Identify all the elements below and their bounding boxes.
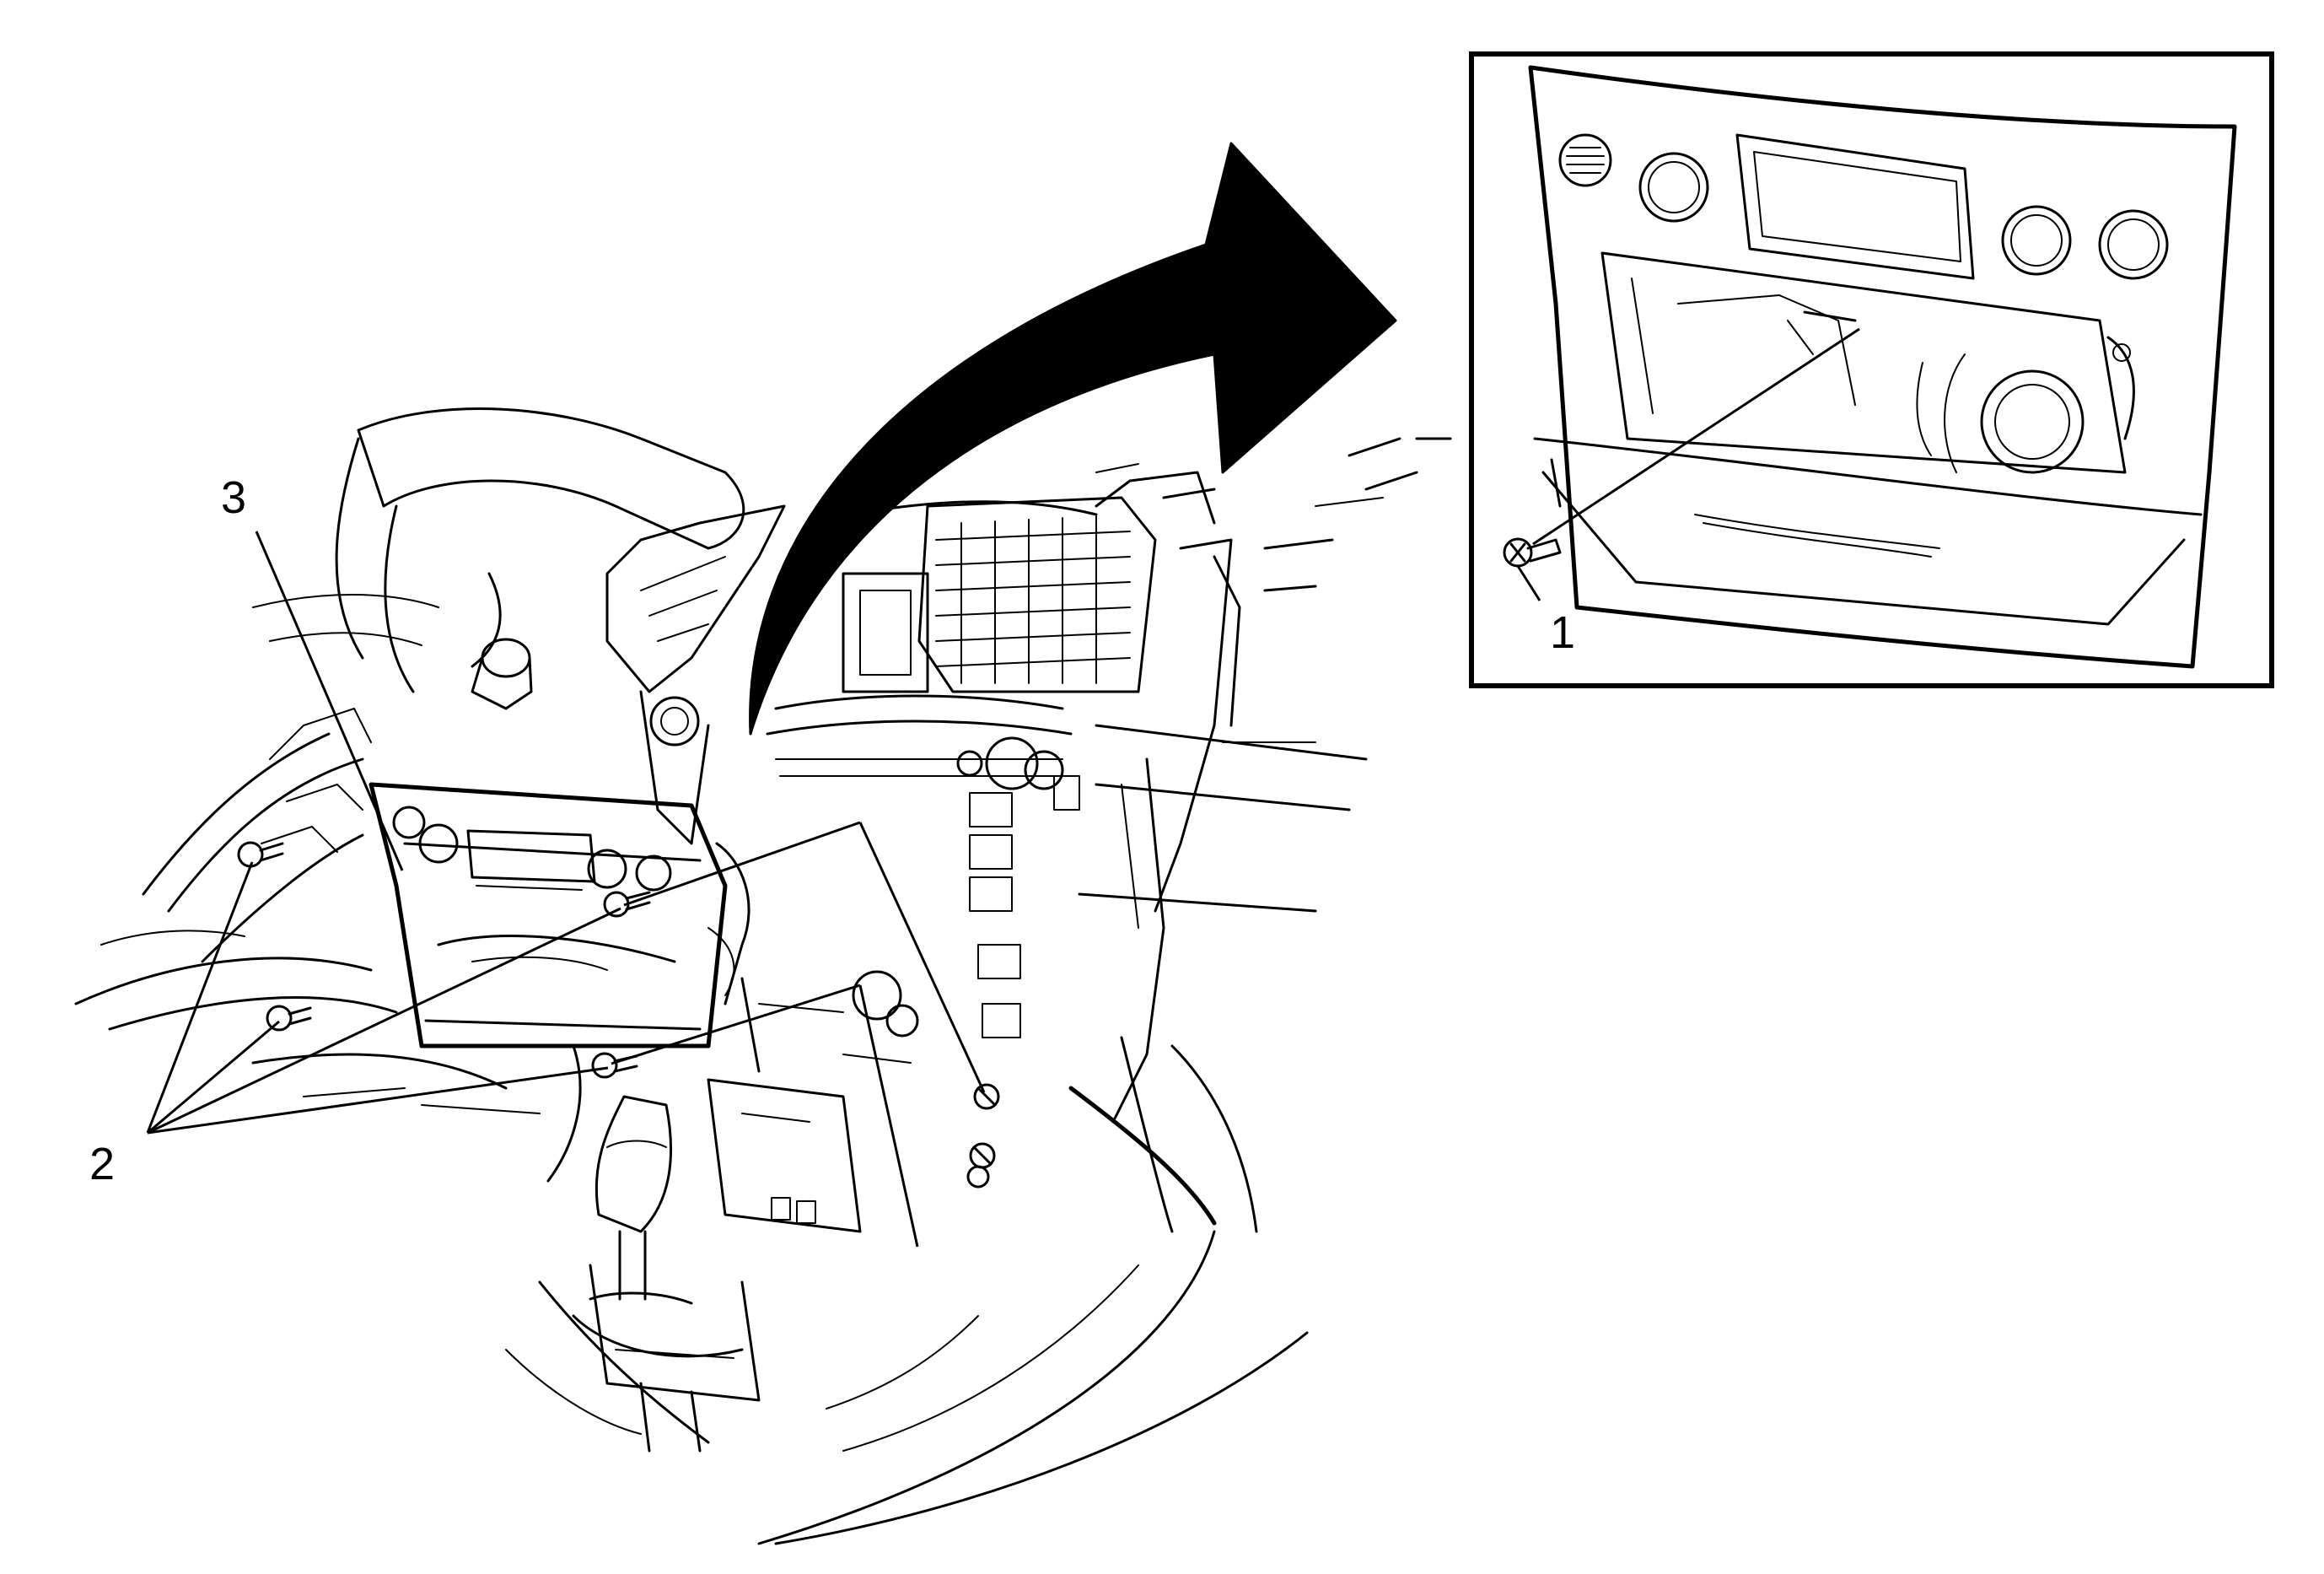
inset-frame bbox=[1469, 51, 2274, 688]
callout-1-label: 1 bbox=[1550, 607, 1575, 658]
screw-icon bbox=[237, 841, 284, 868]
inset-detail bbox=[1503, 65, 2237, 669]
center-bezel-panel bbox=[369, 782, 750, 1048]
curved-arrow bbox=[749, 142, 1397, 736]
screw-icon bbox=[969, 1142, 996, 1169]
dashboard-scene bbox=[74, 407, 1452, 1545]
screw-icon bbox=[973, 1083, 1000, 1110]
screw-icon bbox=[966, 1165, 990, 1189]
screw-icon bbox=[266, 1005, 312, 1032]
callout-3-label: 3 bbox=[221, 472, 246, 523]
callout-2-label: 2 bbox=[89, 1139, 115, 1189]
fastener-icons bbox=[237, 841, 1000, 1189]
leader-lines bbox=[146, 327, 1860, 1248]
